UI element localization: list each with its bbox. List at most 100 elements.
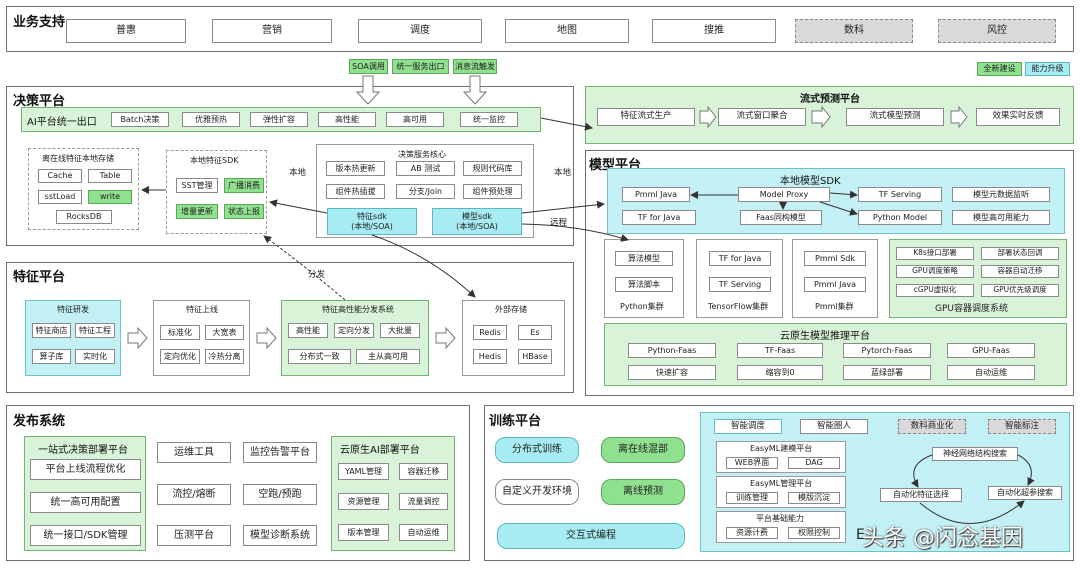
cloud-auto-ops[interactable]: 自动运维 (947, 365, 1035, 380)
tool-dryrun[interactable]: 空跑/预跑 (243, 484, 317, 505)
core-branch-join[interactable]: 分支/Join (396, 184, 455, 199)
lms-python-model[interactable]: Python Model (858, 210, 942, 225)
gpu-migrate[interactable]: 容器自动迁移 (981, 265, 1059, 278)
ai-exit-performance[interactable]: 高性能 (318, 112, 376, 127)
gpu-strategy[interactable]: GPU调度策略 (896, 265, 974, 278)
easyml-web[interactable]: WEB界面 (726, 457, 778, 469)
easyml-train-manage[interactable]: 训练管理 (726, 492, 778, 504)
core-ab-test[interactable]: AB 测试 (396, 161, 455, 176)
tag-smart-dispatch[interactable]: 智能调度 (714, 419, 782, 434)
cycle-feature-select[interactable]: 自动化特征选择 (880, 488, 962, 502)
tag-smart-crowd[interactable]: 智能圈人 (800, 419, 868, 434)
lms-tf-serving[interactable]: TF Serving (858, 187, 942, 202)
research-operator[interactable]: 算子库 (32, 349, 71, 364)
dist-consistency[interactable]: 分布式一致 (288, 349, 351, 364)
online-widetable[interactable]: 大宽表 (205, 325, 244, 340)
dist-performance[interactable]: 高性能 (288, 323, 328, 338)
cycle-hyperparam[interactable]: 自动化超参搜索 (988, 486, 1062, 500)
core-preprocess[interactable]: 组件预处理 (463, 184, 522, 199)
core-hot-plug[interactable]: 组件热插拔 (326, 184, 385, 199)
lms-metadata[interactable]: 模型元数据监听 (952, 187, 1050, 202)
base-permission[interactable]: 权限控制 (788, 527, 840, 539)
cloudai-yaml[interactable]: YAML管理 (338, 463, 389, 480)
ai-exit-monitor[interactable]: 统一监控 (460, 112, 518, 127)
tool-circuit[interactable]: 流控/熔断 (157, 484, 231, 505)
business-fintech[interactable]: 数科 (795, 19, 913, 43)
cloud-python-faas[interactable]: Python-Faas (628, 343, 716, 358)
cloudai-auto-ops[interactable]: 自动运维 (399, 524, 448, 541)
tool-monitor[interactable]: 监控告警平台 (243, 442, 317, 463)
tf-cluster-serving[interactable]: TF Serving (709, 277, 771, 292)
dist-targeted[interactable]: 定向分发 (334, 323, 374, 338)
easyml-dag[interactable]: DAG (788, 457, 840, 469)
research-engineering[interactable]: 特征工程 (75, 323, 115, 338)
core-hot-update[interactable]: 版本热更新 (326, 161, 385, 176)
tool-ops[interactable]: 运维工具 (157, 442, 231, 463)
online-hotcold[interactable]: 冷热分离 (205, 349, 244, 364)
tag-smart-label[interactable]: 智能标注 (988, 419, 1056, 434)
cloudai-version[interactable]: 版本管理 (338, 524, 389, 541)
onestop-flow[interactable]: 平台上线流程优化 (30, 459, 141, 480)
cloud-fast-scale[interactable]: 快速扩容 (628, 365, 716, 380)
cloud-scale-zero[interactable]: 缩容到0 (737, 365, 823, 380)
ai-exit-warmup[interactable]: 优雅预热 (182, 112, 240, 127)
external-es[interactable]: Es (518, 325, 552, 340)
cloud-pytorch-faas[interactable]: Pytorch-Faas (843, 343, 931, 358)
gpu-callback[interactable]: 部署状态回调 (981, 247, 1059, 260)
cloudai-traffic[interactable]: 流量调控 (399, 493, 448, 510)
tool-diagnosis[interactable]: 模型诊断系统 (243, 525, 317, 546)
ai-exit-availability[interactable]: 高可用 (386, 112, 444, 127)
core-model-sdk[interactable]: 模型sdk (本地/SOA) (432, 208, 522, 235)
pmml-java[interactable]: Pmml Java (804, 277, 866, 292)
business-marketing[interactable]: 营销 (212, 19, 332, 43)
cloud-gpu-faas[interactable]: GPU-Faas (947, 343, 1035, 358)
online-standard[interactable]: 标准化 (160, 325, 200, 340)
easyml-template[interactable]: 模版沉淀 (788, 492, 840, 504)
business-dispatch[interactable]: 调度 (358, 19, 482, 43)
dist-master-slave[interactable]: 主从高可用 (356, 349, 420, 364)
research-realtime[interactable]: 实时化 (75, 349, 115, 364)
core-rule-repo[interactable]: 规则代码库 (463, 161, 522, 176)
stream-window-agg[interactable]: 流式窗口聚合 (718, 108, 806, 126)
tool-stress[interactable]: 压测平台 (157, 525, 231, 546)
dist-bulk[interactable]: 大批量 (380, 323, 420, 338)
gpu-cgpu[interactable]: cGPU虚拟化 (896, 284, 974, 297)
stream-feedback[interactable]: 效果实时反馈 (976, 108, 1060, 126)
lms-tf-java[interactable]: TF for Java (622, 210, 696, 225)
cloudai-migrate[interactable]: 容器迁移 (399, 463, 448, 480)
research-store[interactable]: 特征商店 (32, 323, 71, 338)
cloudai-resource[interactable]: 资源管理 (338, 493, 389, 510)
online-optimize[interactable]: 定向优化 (160, 349, 200, 364)
gpu-priority[interactable]: GPU优先级调度 (981, 284, 1059, 297)
external-redis[interactable]: Redis (473, 325, 507, 340)
cycle-nas[interactable]: 神经网络结构搜索 (932, 447, 1018, 461)
train-mixed-deploy[interactable]: 离在线混部 (601, 437, 685, 463)
external-hedis[interactable]: Hedis (473, 349, 507, 364)
onestop-ha-config[interactable]: 统一高可用配置 (30, 492, 141, 513)
ai-exit-batch[interactable]: Batch决策 (111, 112, 169, 127)
stream-feature-prod[interactable]: 特征流式生产 (597, 108, 695, 126)
gpu-k8s[interactable]: K8s接口部署 (896, 247, 974, 260)
train-offline-pred[interactable]: 离线预测 (601, 479, 685, 505)
ai-exit-scale[interactable]: 弹性扩容 (250, 112, 308, 127)
train-interactive[interactable]: 交互式编程 (497, 523, 685, 549)
lms-pmml-java[interactable]: Pmml Java (622, 187, 690, 202)
onestop-sdk[interactable]: 统一接口/SDK管理 (30, 525, 141, 546)
lms-faas[interactable]: Faas同构模型 (740, 210, 822, 225)
lms-model-proxy[interactable]: Model Proxy (738, 187, 830, 202)
tf-cluster-java[interactable]: TF for Java (709, 251, 771, 266)
train-distributed[interactable]: 分布式训练 (495, 437, 579, 463)
business-map[interactable]: 地图 (505, 19, 629, 43)
base-billing[interactable]: 资源计费 (726, 527, 778, 539)
external-hbase[interactable]: HBase (518, 349, 552, 364)
business-puhui[interactable]: 普惠 (66, 19, 186, 43)
stream-model-pred[interactable]: 流式模型预测 (846, 108, 944, 126)
core-feature-sdk[interactable]: 特征sdk (本地/SOA) (327, 208, 417, 235)
business-search[interactable]: 搜推 (652, 19, 776, 43)
train-custom-env[interactable]: 自定义开发环境 (495, 479, 579, 505)
tag-fintech[interactable]: 数科商业化 (898, 419, 966, 434)
python-algo-script[interactable]: 算法脚本 (615, 277, 673, 292)
business-risk[interactable]: 风控 (938, 19, 1056, 43)
cloud-tf-faas[interactable]: TF-Faas (737, 343, 823, 358)
pmml-sdk[interactable]: Pmml Sdk (804, 251, 866, 266)
